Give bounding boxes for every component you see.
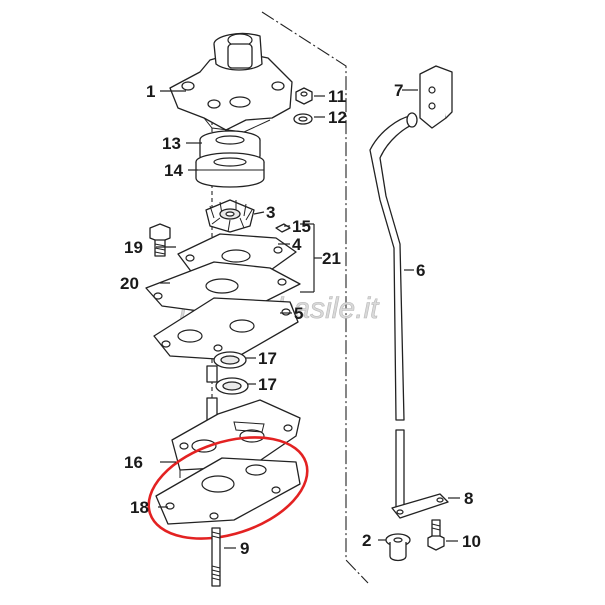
water-tube-part-6 [369, 112, 418, 511]
callout-21: 21 [322, 249, 341, 268]
callout-18: 18 [130, 498, 149, 517]
clamp-part-8 [391, 493, 449, 519]
callout-20: 20 [120, 274, 139, 293]
impeller-part-3 [205, 199, 255, 233]
callout-16: 16 [124, 453, 143, 472]
callout-9: 9 [240, 539, 249, 558]
callout-15: 15 [292, 217, 311, 236]
callout-13: 13 [162, 134, 181, 153]
callout-19: 19 [124, 238, 143, 257]
callout-1: 1 [146, 82, 155, 101]
bracket-part-7 [419, 65, 453, 129]
grommet-part-2 [385, 533, 411, 562]
washer-part-12 [293, 113, 313, 125]
callout-8: 8 [464, 489, 473, 508]
callout-17-upper: 17 [258, 349, 277, 368]
callout-5: 5 [294, 304, 303, 323]
stud-part-9 [211, 527, 221, 587]
leader-lines [156, 89, 460, 549]
callout-labels: 1 11 12 13 14 3 15 4 21 19 20 5 17 17 16… [120, 81, 481, 558]
callout-2: 2 [362, 531, 371, 550]
callout-14: 14 [164, 161, 183, 180]
callout-17-lower: 17 [258, 375, 277, 394]
callout-7: 7 [394, 81, 403, 100]
plate-part-5 [153, 297, 299, 361]
seal-part-17-upper [213, 351, 247, 369]
cartridge-part-14 [195, 152, 265, 188]
callout-10: 10 [462, 532, 481, 551]
plate-part-16 [171, 399, 301, 478]
gasket-part-18 [155, 457, 301, 525]
callout-4: 4 [292, 235, 302, 254]
highlight-ring [147, 436, 309, 540]
callout-3: 3 [266, 203, 275, 222]
seal-part-17-lower [215, 377, 249, 395]
callout-6: 6 [416, 261, 425, 280]
bolt-part-10 [427, 519, 445, 551]
nut-part-11 [295, 87, 313, 105]
key-part-15 [275, 223, 291, 233]
pump-housing-part-1 [169, 32, 293, 133]
callout-12: 12 [328, 108, 347, 127]
callout-11: 11 [328, 87, 346, 106]
bolt-part-19 [149, 223, 171, 257]
